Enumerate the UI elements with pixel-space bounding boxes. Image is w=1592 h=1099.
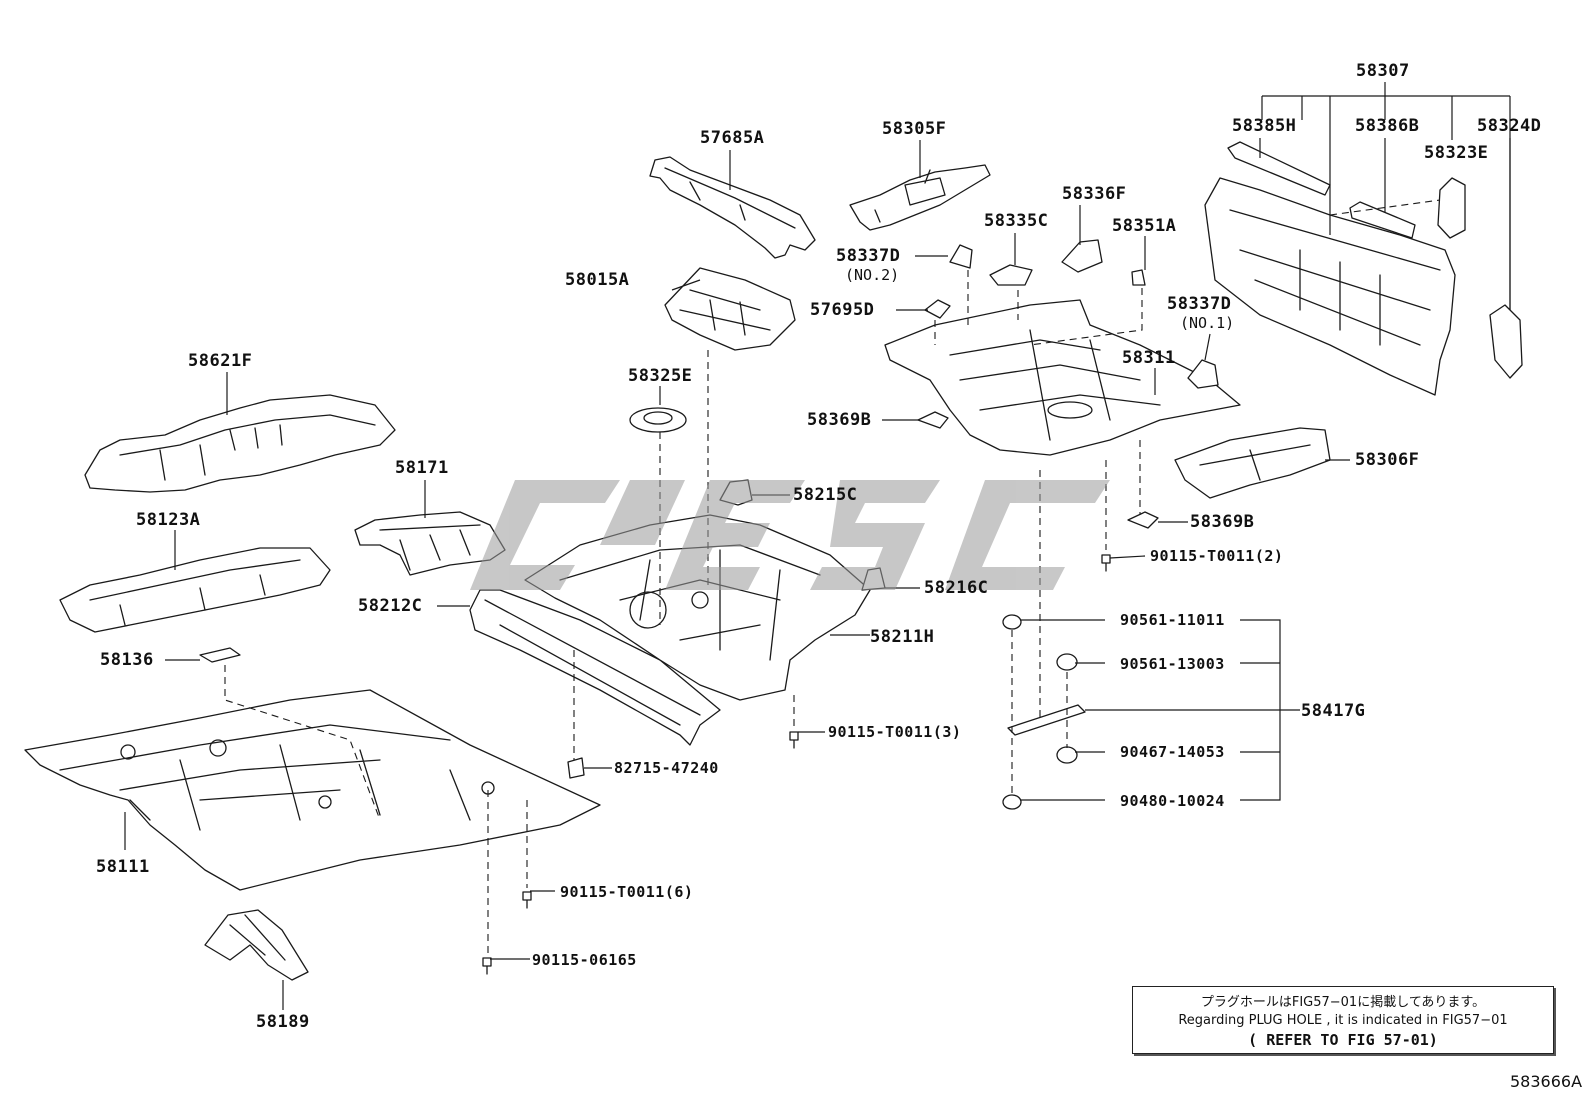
part-58335C-shape [989, 264, 1033, 286]
part-58136-shape [199, 647, 241, 663]
leader-lines [124, 82, 1511, 1010]
label-58306F[interactable]: 58306F [1355, 450, 1420, 470]
part-58306F-shape [1174, 427, 1331, 499]
label-58337D-no2[interactable]: 58337D [836, 246, 901, 266]
part-58337D-no2-shape [949, 244, 973, 269]
label-58324D[interactable]: 58324D [1477, 116, 1542, 136]
label-58311[interactable]: 58311 [1122, 348, 1176, 368]
label-58335C[interactable]: 58335C [984, 211, 1049, 231]
part-58211H-shape [524, 514, 871, 701]
part-58111-shape [24, 689, 601, 891]
watermark-logo [470, 480, 1110, 590]
label-58015A[interactable]: 58015A [565, 270, 630, 290]
figure-code: 583666A [1510, 1072, 1583, 1091]
label-58337D-no1[interactable]: 58337D [1167, 294, 1232, 314]
part-58621F-shape [84, 394, 396, 493]
part-58324D-shape [1489, 304, 1523, 379]
part-58323E-shape [1437, 177, 1466, 239]
label-90115-T0011-6[interactable]: 90115-T0011(6) [560, 883, 694, 901]
part-57685A-shape [649, 156, 816, 259]
part-58305F-shape [849, 164, 991, 231]
label-57695D[interactable]: 57695D [810, 300, 875, 320]
label-58385H[interactable]: 58385H [1232, 116, 1297, 136]
note-line-english: Regarding PLUG HOLE , it is indicated in… [1178, 1013, 1508, 1028]
part-58385H-shape [1227, 141, 1331, 196]
note-line-japanese: プラグホールはFIG57−01に掲載してあります。 [1200, 995, 1486, 1010]
label-58171[interactable]: 58171 [395, 458, 449, 478]
sublabel-no1: (NO.1) [1180, 314, 1235, 332]
plug-hole-note-box: プラグホールはFIG57−01に掲載してあります。 Regarding PLUG… [1132, 986, 1554, 1054]
label-58111[interactable]: 58111 [96, 857, 150, 877]
part-58325E-shape [629, 407, 687, 433]
label-90480-10024[interactable]: 90480-10024 [1120, 792, 1225, 810]
label-90115-06165[interactable]: 90115-06165 [532, 951, 637, 969]
label-58212C[interactable]: 58212C [358, 596, 423, 616]
part-58015A-shape [664, 267, 796, 351]
label-58336F[interactable]: 58336F [1062, 184, 1127, 204]
label-58386B[interactable]: 58386B [1355, 116, 1420, 136]
label-57685A[interactable]: 57685A [700, 128, 765, 148]
label-58369B-upper[interactable]: 58369B [807, 410, 872, 430]
label-58325E[interactable]: 58325E [628, 366, 693, 386]
part-58189-shape [204, 909, 309, 981]
label-58305F[interactable]: 58305F [882, 119, 947, 139]
sublabel-no2: (NO.2) [845, 266, 900, 284]
label-58136[interactable]: 58136 [100, 650, 154, 670]
part-58337D-no1-shape [1187, 359, 1219, 389]
part-58369B-a-shape [917, 411, 949, 429]
label-58307[interactable]: 58307 [1356, 61, 1410, 81]
part-57695D-shape [924, 299, 951, 319]
part-58171-shape [354, 511, 506, 576]
label-90115-T0011-2[interactable]: 90115-T0011(2) [1150, 547, 1284, 565]
note-refer-link[interactable]: ( REFER TO FIG 57-01) [1248, 1031, 1438, 1049]
part-58351A-shape [1131, 269, 1146, 286]
label-58621F[interactable]: 58621F [188, 351, 253, 371]
label-82715-47240[interactable]: 82715-47240 [614, 759, 719, 777]
part-58369B-b-shape [1127, 511, 1159, 529]
part-58386B-shape [1349, 201, 1416, 239]
label-58215C[interactable]: 58215C [793, 485, 858, 505]
label-90561-13003[interactable]: 90561-13003 [1120, 655, 1225, 673]
part-58311-shape [884, 299, 1241, 456]
label-58211H[interactable]: 58211H [870, 627, 935, 647]
part-58307-shape [1204, 177, 1456, 396]
label-90561-11011[interactable]: 90561-11011 [1120, 611, 1225, 629]
label-58216C[interactable]: 58216C [924, 578, 989, 598]
label-58189[interactable]: 58189 [256, 1012, 310, 1032]
label-58369B-lower[interactable]: 58369B [1190, 512, 1255, 532]
label-90467-14053[interactable]: 90467-14053 [1120, 743, 1225, 761]
assembly-dashed-lines [224, 199, 1441, 955]
label-58323E[interactable]: 58323E [1424, 143, 1489, 163]
label-58417G[interactable]: 58417G [1301, 701, 1366, 721]
plugs-and-bolts [482, 554, 1111, 975]
part-58336F-shape [1061, 239, 1103, 273]
label-90115-T0011-3[interactable]: 90115-T0011(3) [828, 723, 962, 741]
part-58123A-shape [59, 547, 331, 633]
label-58351A[interactable]: 58351A [1112, 216, 1177, 236]
label-58123A[interactable]: 58123A [136, 510, 201, 530]
